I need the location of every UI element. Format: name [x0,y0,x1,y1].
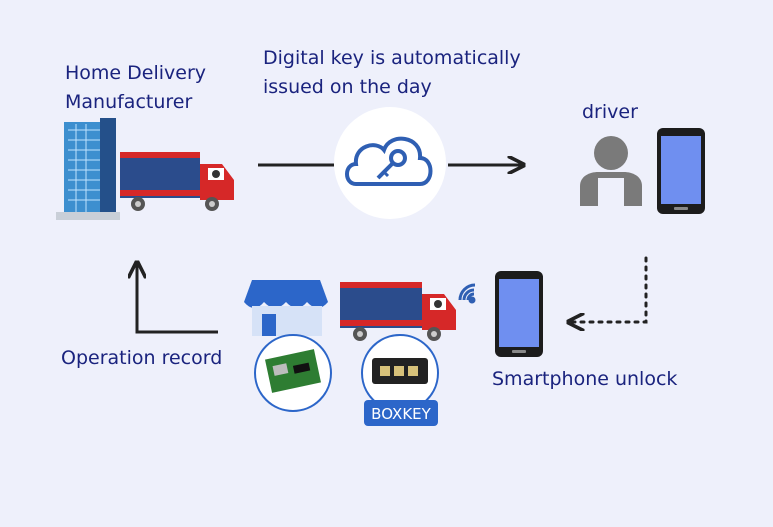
cloud-key-icon [334,107,446,219]
smartphone-icon [657,128,705,214]
boxkey-device-icon: BOXKEY [361,334,439,426]
delivery-truck-icon [340,282,456,341]
smartphone-icon [495,271,543,357]
flow-return-arrow [137,264,218,334]
building-icon [56,118,120,220]
boxkey-badge [364,400,438,426]
wifi-signal-icon [458,283,476,304]
boxkey-badge-label: BOXKEY [371,405,431,423]
operation-record-label: Operation record [61,347,223,369]
store-icon [244,280,328,336]
smartphone-unlock-label: Smartphone unlock [492,368,678,390]
digital-key-label: Digital key is automatically issued on t… [263,47,521,98]
driver-label: driver [582,101,638,123]
delivery-truck-icon [120,152,234,211]
manufacturer-label: Home Delivery Manufacturer [65,62,207,113]
circuit-board-icon [254,334,332,412]
flow-dotted-arrow [570,256,648,322]
driver-person-icon [580,136,642,206]
